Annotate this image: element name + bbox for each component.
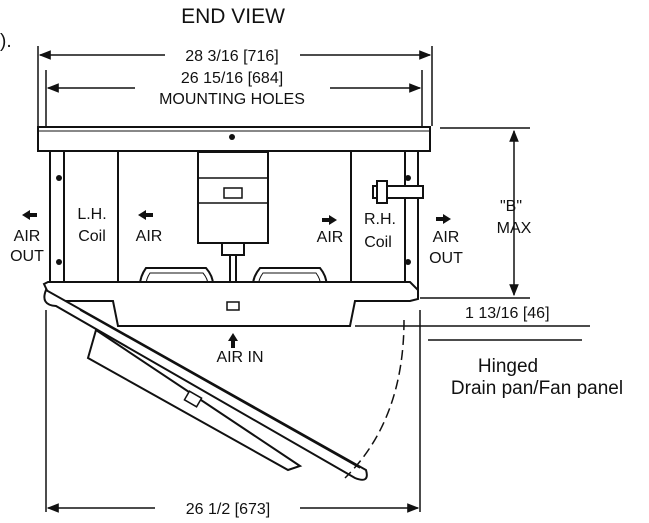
bottom-width-label: 26 1/2 [673]: [186, 501, 271, 518]
air-inner-right-label: AIR: [317, 229, 344, 246]
mounting-holes-dimension: 26 15/16 [684] MOUNTING HOLES: [45, 70, 423, 126]
b-max-dimension: "B" MAX: [420, 127, 532, 299]
rh-coil-label-1: R.H.: [364, 211, 396, 228]
corner-fragment: ).: [0, 31, 12, 52]
b-label: "B": [500, 198, 522, 215]
air-inner-left-label: AIR: [136, 228, 163, 245]
drawing-title: END VIEW: [181, 5, 285, 28]
unit-housing: [49, 151, 419, 298]
drop-dimension: 1 13/16 [46]: [355, 305, 590, 327]
lh-coil-label-1: L.H.: [77, 206, 106, 223]
air-inner-right-arrow: [322, 215, 337, 225]
drain-pan-open: [43, 288, 405, 481]
rh-coil-label-2: Coil: [364, 234, 392, 251]
air-inner-left-arrow: [138, 210, 153, 220]
drain-pan-closed: [42, 281, 419, 327]
bottom-width-dimension: 26 1/2 [673]: [46, 501, 420, 518]
lh-coil-label-2: Coil: [78, 228, 106, 245]
air-out-right-label-1: AIR: [433, 229, 460, 246]
air-out-right-arrow: [436, 214, 451, 224]
air-out-right-label-2: OUT: [429, 250, 463, 267]
overall-width-dimension: 28 3/16 [716]: [37, 46, 433, 126]
drop-label: 1 13/16 [46]: [465, 305, 550, 322]
fan-motor: [197, 151, 269, 300]
air-out-left-label-2: OUT: [10, 248, 44, 265]
hinged-label-2: Drain pan/Fan panel: [451, 378, 623, 399]
hinged-label-1: Hinged: [478, 356, 538, 377]
air-out-left-label-1: AIR: [14, 228, 41, 245]
air-out-left-arrow: [22, 210, 37, 220]
air-in-label: AIR IN: [216, 349, 263, 366]
max-label: MAX: [497, 220, 532, 237]
overall-width-label: 28 3/16 [716]: [185, 48, 278, 65]
air-in-arrow: [228, 333, 238, 348]
mounting-holes-label: MOUNTING HOLES: [159, 91, 305, 108]
mounting-holes-value: 26 15/16 [684]: [181, 70, 283, 87]
